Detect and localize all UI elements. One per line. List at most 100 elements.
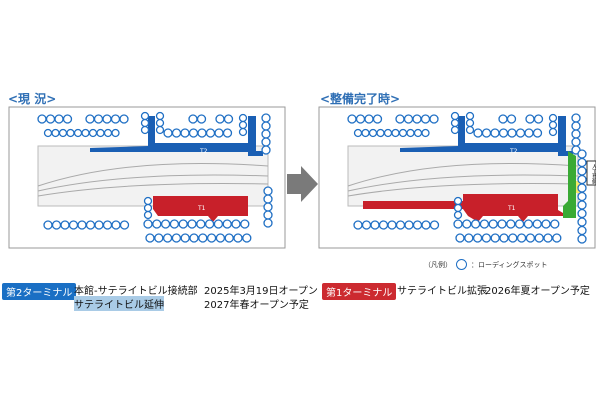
loading-spot <box>577 183 587 193</box>
terminal1-badge: 第1ターミナル <box>322 283 397 300</box>
loading-spot <box>145 233 155 243</box>
loading-spot <box>453 219 463 229</box>
loading-spot <box>263 210 273 220</box>
loading-spot <box>178 219 188 229</box>
road-lines <box>37 163 269 197</box>
loading-spot <box>196 219 206 229</box>
loading-spot <box>223 114 234 124</box>
loading-spot <box>263 202 273 212</box>
loading-spot <box>261 113 271 123</box>
loading-spot <box>453 203 463 213</box>
loading-spot <box>238 127 248 137</box>
loading-spot <box>412 114 422 124</box>
loading-spot <box>498 114 508 124</box>
loading-spot <box>43 220 53 230</box>
loading-spot <box>516 233 527 243</box>
loading-spot <box>152 219 162 229</box>
loading-spot <box>577 200 587 210</box>
current-title: <現 況> <box>8 92 57 106</box>
loading-spot <box>238 120 248 130</box>
loading-spot <box>455 233 465 243</box>
loading-spot <box>552 233 562 243</box>
loading-spot <box>515 128 526 138</box>
loading-spot <box>462 219 472 229</box>
legend-label: ：ローディングスポット <box>471 260 548 269</box>
loading-spot <box>395 114 405 124</box>
loading-spot <box>214 128 224 138</box>
loading-spot <box>96 128 105 138</box>
loading-spot <box>524 128 534 138</box>
loading-spot <box>94 220 104 230</box>
road-lines <box>347 163 579 197</box>
loading-spot <box>143 219 153 229</box>
loading-spot <box>370 220 380 230</box>
loading-spot <box>533 114 544 124</box>
loading-spot <box>412 220 423 230</box>
loading-spot-icon <box>456 259 467 270</box>
side-label-box <box>586 160 596 186</box>
loading-spot <box>361 128 370 138</box>
loading-spot <box>508 233 518 243</box>
loading-spot <box>62 114 73 124</box>
legend: （凡例） ：ローディングスポット <box>424 259 548 270</box>
side-label: 人工島側 <box>591 164 596 184</box>
loading-spot <box>550 219 560 229</box>
loading-spot <box>240 219 250 229</box>
loading-spot <box>119 114 129 124</box>
t1-date1: 2026年夏オープン予定 <box>485 286 590 297</box>
loading-spot <box>355 114 366 124</box>
loading-spot <box>263 194 273 204</box>
loading-spot <box>534 233 544 243</box>
t2-label: T2 <box>509 148 518 155</box>
loading-spot <box>196 114 207 124</box>
loading-spot <box>88 128 98 138</box>
terminal1-building <box>363 194 568 222</box>
loading-spot <box>543 233 553 243</box>
loading-spot <box>102 114 112 124</box>
loading-spot <box>450 125 460 135</box>
loading-spot <box>577 191 587 202</box>
loading-spot <box>51 128 60 138</box>
loading-spot <box>498 128 509 138</box>
t2-date1: 2025年3月19日オープン <box>204 286 318 297</box>
loading-spot <box>171 233 182 243</box>
loading-spot <box>222 219 232 229</box>
t2-date2: 2027年春オープン予定 <box>204 300 309 311</box>
loading-spot <box>140 118 150 128</box>
loading-spot <box>119 220 130 230</box>
loading-spot <box>85 114 95 124</box>
loading-spot <box>206 233 217 243</box>
loading-spot <box>263 186 273 196</box>
loading-spot <box>465 125 475 135</box>
loading-spot <box>532 219 542 229</box>
loading-spot <box>488 219 498 229</box>
loading-spot <box>77 220 87 230</box>
loading-spot <box>261 129 271 139</box>
loading-spot <box>73 128 83 138</box>
loading-spot <box>353 220 363 230</box>
loading-spot <box>499 233 509 243</box>
t1-item1: サテライトビル拡張 <box>397 286 487 297</box>
loading-spot <box>58 128 68 138</box>
loading-spot <box>197 128 207 138</box>
loading-spot <box>189 233 199 243</box>
loading-spot <box>204 219 215 229</box>
t2-item1: 本館-サテライトビル接続部 <box>74 286 198 297</box>
loading-spot <box>577 217 587 227</box>
loading-spot <box>383 128 393 138</box>
loading-spot <box>395 220 406 230</box>
loading-spot <box>577 174 587 185</box>
loading-spot <box>490 128 500 138</box>
loading-spot <box>541 219 551 229</box>
loading-spot <box>577 234 587 244</box>
after-title: <整備完了時> <box>320 92 401 106</box>
loading-spot <box>514 219 525 229</box>
loading-spot <box>213 219 224 229</box>
loading-spot <box>353 128 363 138</box>
loading-spot <box>497 219 507 229</box>
loading-spot <box>403 114 414 124</box>
loading-spot <box>233 233 243 243</box>
loading-spot <box>368 128 378 138</box>
